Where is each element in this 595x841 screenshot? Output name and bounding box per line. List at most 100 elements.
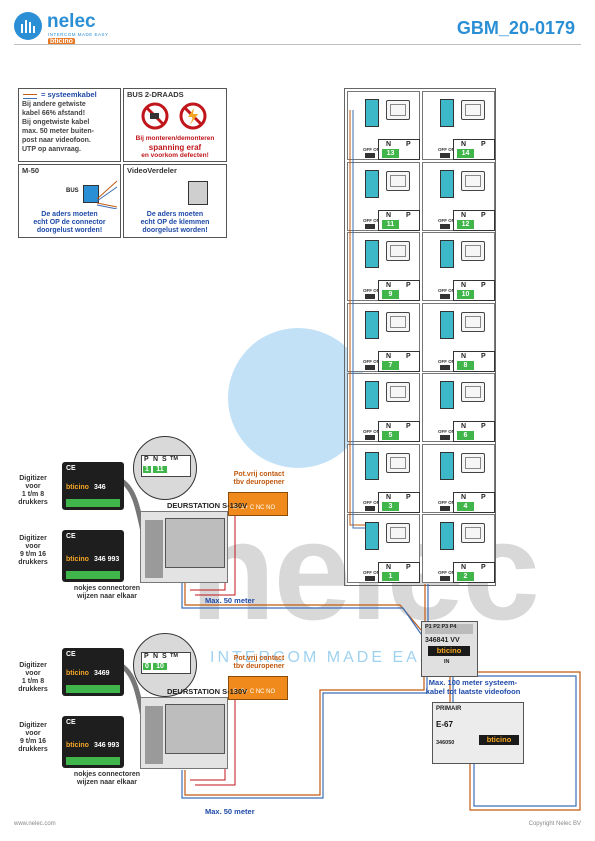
dig-line: drukkers: [18, 499, 48, 506]
logo-brand: bticino: [48, 38, 75, 45]
connector-note-1: nokjes connectoren wijzen naar elkaar: [62, 585, 152, 601]
note-line: nokjes connectoren: [73, 771, 141, 778]
p-label: P: [406, 564, 411, 571]
vv-note-line: De aders moeten: [146, 211, 204, 218]
note-line: wijzen naar elkaar: [77, 779, 137, 786]
dig-line: 9 t/m 16: [19, 551, 47, 558]
term-label: P: [144, 456, 149, 463]
address-number: 6: [457, 431, 474, 440]
digitizer-label-1a: Digitizer voor 1 t/m 8 drukkers: [10, 475, 56, 507]
connector-icon: [440, 169, 454, 198]
address-number: 2: [457, 572, 474, 581]
legend-line: post naar videofoon.: [22, 137, 91, 144]
connector-icon: [440, 451, 454, 480]
dip-switch: [365, 364, 375, 370]
m50-note-line: doorgelust worden!: [36, 227, 103, 234]
connector-icon: [440, 310, 454, 339]
n-label: N: [461, 282, 467, 289]
monitor-icon: [386, 523, 410, 543]
door-contact-1: S- S+ C NC NO: [228, 492, 288, 516]
address-number: 14: [457, 149, 474, 158]
digitizer-2b: CE bticino 346 993: [62, 716, 124, 768]
monitor-icon: [386, 170, 410, 191]
m50-bus-label: BUS: [66, 188, 79, 194]
term-label: N: [153, 653, 159, 660]
door-station-2: DEURSTATION S-130V: [140, 687, 247, 769]
terminal-zoom-1: P N S TM 1 11: [133, 436, 197, 500]
cable-note-line: Max. 100 meter systeem-: [428, 678, 518, 687]
monitor-icon: [461, 241, 485, 261]
address-number: 9: [382, 290, 399, 299]
term-value: 10: [153, 663, 167, 670]
p-label: P: [406, 493, 411, 501]
p-label: P: [406, 282, 411, 289]
dig-line: Digitizer: [19, 662, 47, 669]
note-line: nokjes connectoren: [73, 585, 141, 592]
ps-name: E-67: [436, 720, 453, 729]
digitizer-label-1b: Digitizer voor 9 t/m 16 drukkers: [10, 535, 56, 567]
contact-label-line: tbv deuropener: [233, 663, 285, 670]
contact-label-line: tbv deuropener: [233, 479, 285, 486]
digitizer-label-2b: Digitizer voor 9 t/m 16 drukkers: [10, 722, 56, 754]
header-divider: [14, 44, 581, 45]
m50-title: M-50: [22, 166, 40, 175]
videoverdeler-note: De aders moeten echt OP de klemmen doorg…: [124, 211, 226, 235]
dig-line: voor: [25, 543, 41, 550]
videoverdeler-box: VideoVerdeler De aders moeten echt OP de…: [123, 164, 227, 238]
off-on-label: OFF ON: [363, 147, 380, 152]
bus-warning-line: Bij monteren/demonteren: [135, 135, 215, 142]
ps-primair: PRIMAIR: [436, 706, 462, 712]
dip-switch: [365, 576, 375, 581]
dip-switch: [365, 223, 375, 229]
nelec-logo: nelec INTERCOM MADE EASY bticino: [14, 11, 124, 45]
terminal-zoom-2: P N S TM 0 10: [133, 633, 197, 697]
monitor-icon: [386, 311, 410, 332]
door-station-1: DEURSTATION S-130V: [140, 501, 247, 583]
off-on-label: OFF ON: [363, 570, 380, 575]
digitizer-1a: CE bticino 346: [62, 462, 124, 510]
term-label: S: [162, 653, 167, 660]
bus-title: BUS 2-DRAADS: [127, 90, 184, 99]
dig-line: Digitizer: [19, 475, 47, 482]
system-cable-icon: [23, 94, 37, 99]
bus-warning-box: BUS 2-DRAADS Bij monteren/demonteren spa…: [123, 88, 227, 162]
digitizer-2a: CE bticino 3469: [62, 648, 124, 696]
module-brand: bticino: [66, 742, 89, 749]
off-on-label: OFF ON: [438, 429, 455, 434]
module-brand: bticino: [66, 670, 89, 677]
n-label: N: [386, 564, 392, 571]
digitizer-1b: CE bticino 346 993: [62, 530, 124, 582]
n-label: N: [461, 141, 467, 148]
note-line: wijzen naar elkaar: [77, 593, 137, 600]
legend-lines: Bij andere getwiste kabel 66% afstand! B…: [22, 100, 94, 154]
dig-line: Digitizer: [19, 722, 47, 729]
dig-line: voor: [25, 483, 41, 490]
station-side: [145, 706, 163, 764]
dig-line: Digitizer: [19, 535, 47, 542]
legend-line: Bij ongetwiste kabel: [22, 119, 90, 126]
off-on-label: OFF ON: [363, 358, 380, 364]
dig-line: voor: [25, 730, 41, 737]
m50-box: M-50 BUS De aders moeten echt OP de conn…: [18, 164, 121, 238]
n-label: N: [461, 423, 467, 430]
dig-line: 9 t/m 16: [19, 738, 47, 745]
vv-brand: bticino: [428, 646, 470, 656]
address-number: 5: [382, 431, 399, 440]
m50-note-line: De aders moeten: [41, 211, 98, 218]
dip-switch: [365, 505, 375, 511]
monitor-icon: [461, 452, 485, 473]
monitor-icon: [386, 452, 410, 473]
terminal-table-1: P N S TM 1 11: [141, 455, 191, 477]
connector-icon: [365, 451, 379, 480]
off-on-label: OFF ON: [363, 499, 380, 505]
